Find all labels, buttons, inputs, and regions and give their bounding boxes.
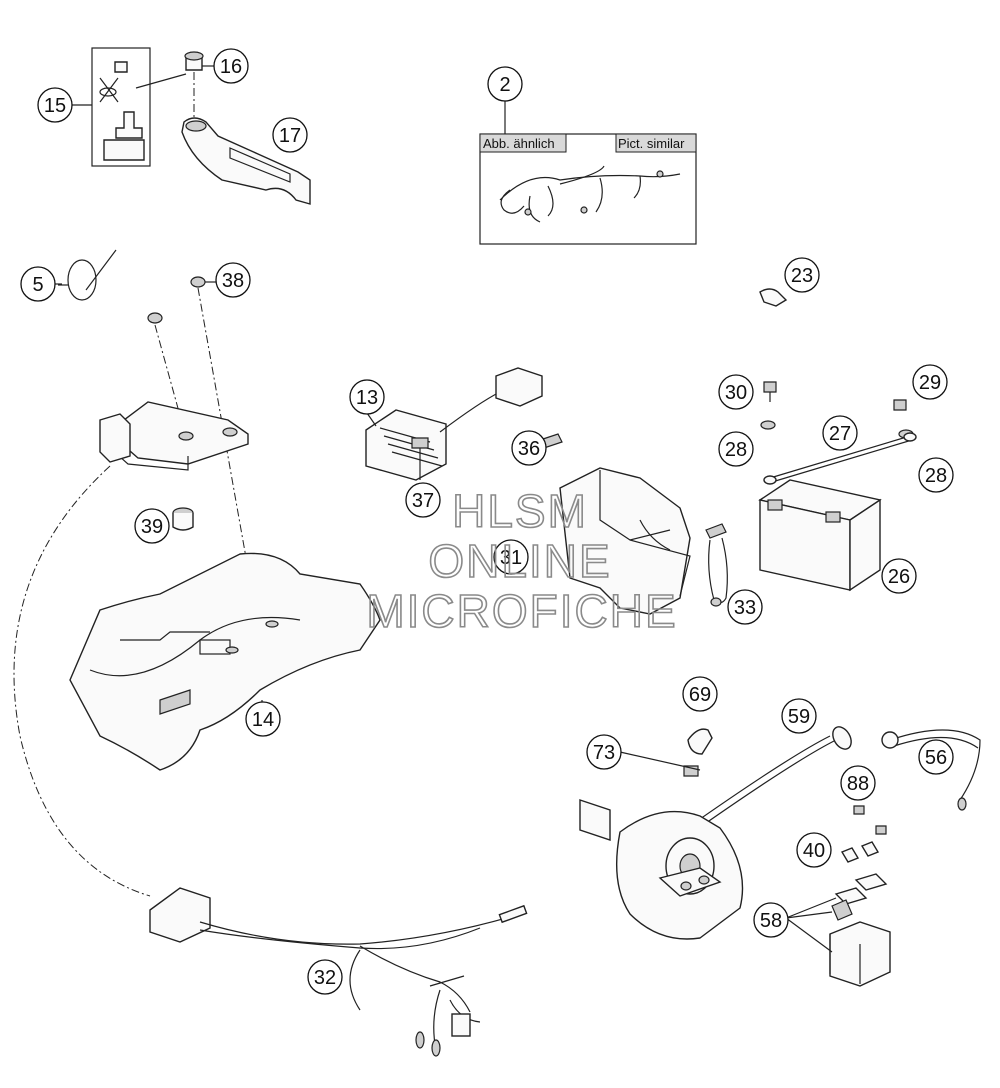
- callout-38: 38: [215, 262, 251, 298]
- pict-similar-tag-de: Abb. ähnlich: [483, 136, 555, 151]
- svg-text:69: 69: [689, 684, 711, 706]
- control-unit: [99, 401, 249, 471]
- part-40-fuses: [840, 841, 880, 863]
- part-30-screw: [763, 381, 777, 402]
- part-16-grommet: [184, 51, 204, 118]
- callout-58: 58: [753, 902, 789, 938]
- callout-26: 26: [881, 558, 917, 594]
- svg-text:27: 27: [829, 423, 851, 445]
- callout-59: 59: [781, 698, 817, 734]
- callout-27: 27: [822, 415, 858, 451]
- callout-13: 13: [349, 379, 385, 415]
- part-14-electronics-tray: [69, 552, 381, 771]
- watermark-line-1: HLSM: [452, 485, 588, 537]
- svg-text:73: 73: [593, 742, 615, 764]
- cable-route-line: [13, 465, 151, 897]
- callout-37: 37: [405, 482, 441, 518]
- part-88-screws: [853, 805, 887, 835]
- callout-15: 15: [37, 87, 73, 123]
- svg-text:28: 28: [725, 439, 747, 461]
- svg-text:30: 30: [725, 382, 747, 404]
- svg-text:28: 28: [925, 465, 947, 487]
- callout-73: 73: [586, 734, 622, 770]
- pict-similar-tag-en: Pict. similar: [618, 136, 685, 151]
- part-32-harness: [149, 887, 528, 1057]
- svg-text:13: 13: [356, 387, 378, 409]
- part-56-cable: [881, 729, 981, 811]
- part-23-clip: [759, 288, 788, 307]
- callout-28-left: 28: [718, 431, 754, 467]
- callout-32: 32: [307, 959, 343, 995]
- part-31-battery-holder: [559, 467, 691, 615]
- watermark-line-3: MICROFICHE: [366, 585, 677, 637]
- svg-text:56: 56: [925, 747, 947, 769]
- svg-text:2: 2: [499, 74, 510, 96]
- watermark: HLSM ONLINE MICROFICHE: [366, 484, 677, 638]
- svg-text:5: 5: [32, 274, 43, 296]
- part-5-cable-tie: [58, 249, 117, 301]
- svg-text:59: 59: [788, 706, 810, 728]
- callout-36: 36: [511, 430, 547, 466]
- svg-text:31: 31: [500, 547, 522, 569]
- svg-text:14: 14: [252, 709, 274, 731]
- part-58-relay: [829, 873, 891, 987]
- callout-2: 2: [487, 66, 523, 102]
- callout-39: 39: [134, 508, 170, 544]
- part-26-battery: [758, 479, 882, 592]
- svg-text:32: 32: [314, 967, 336, 989]
- callout-16: 16: [213, 48, 249, 84]
- svg-text:17: 17: [279, 125, 301, 147]
- svg-text:33: 33: [734, 597, 756, 619]
- svg-text:15: 15: [44, 95, 66, 117]
- callout-14: 14: [245, 701, 281, 737]
- callout-56: 56: [918, 739, 954, 775]
- svg-text:40: 40: [803, 840, 825, 862]
- callout-5: 5: [20, 266, 56, 302]
- part-17-bracket: [181, 117, 311, 205]
- part-33-fuse: [705, 523, 728, 607]
- svg-text:58: 58: [760, 910, 782, 932]
- svg-text:16: 16: [220, 56, 242, 78]
- svg-text:29: 29: [919, 372, 941, 394]
- callout-17: 17: [272, 117, 308, 153]
- callout-29: 29: [912, 364, 948, 400]
- callout-31: 31: [493, 539, 529, 575]
- callout-40: 40: [796, 832, 832, 868]
- callout-30: 30: [718, 374, 754, 410]
- svg-text:26: 26: [888, 566, 910, 588]
- svg-text:36: 36: [518, 438, 540, 460]
- callout-33: 33: [727, 589, 763, 625]
- part-2-harness-box: Abb. ähnlich Pict. similar: [479, 100, 697, 245]
- svg-text:23: 23: [791, 265, 813, 287]
- svg-text:39: 39: [141, 516, 163, 538]
- watermark-line-2: ONLINE: [428, 535, 611, 587]
- callout-23: 23: [784, 257, 820, 293]
- part-27-battery-cable: [763, 432, 917, 485]
- callout-28-right: 28: [918, 457, 954, 493]
- svg-text:37: 37: [412, 490, 434, 512]
- part-37-screw: [411, 437, 429, 480]
- starter-motor: [579, 799, 744, 940]
- part-13-regulator: [365, 367, 543, 481]
- callout-69: 69: [682, 676, 718, 712]
- svg-text:88: 88: [847, 773, 869, 795]
- part-15-kit-box: [91, 47, 187, 167]
- part-29-screw: [893, 399, 907, 411]
- part-39-grommet: [172, 507, 194, 531]
- callout-88: 88: [840, 765, 876, 801]
- part-69-cap: [687, 728, 713, 755]
- svg-text:38: 38: [222, 270, 244, 292]
